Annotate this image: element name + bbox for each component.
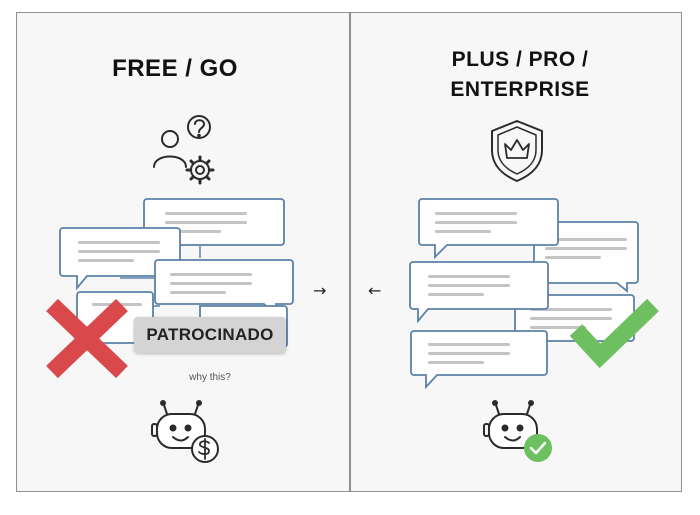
panel-divider <box>349 12 351 492</box>
arrow-right: → <box>313 281 327 300</box>
robot-dollar-icon <box>151 400 219 463</box>
user-question-icon <box>153 115 211 168</box>
chat-bubble-right-2 <box>418 198 559 260</box>
red-x-icon <box>46 298 128 379</box>
crown-shield-icon <box>491 120 543 182</box>
paid-tiers-title-line1: PLUS / PRO / <box>451 48 589 71</box>
chat-bubble-left-2 <box>59 227 181 291</box>
sponsored-label: PATROCINADO <box>134 317 286 353</box>
robot-check-icon <box>483 400 552 462</box>
why-this-link[interactable]: why this? <box>189 372 231 383</box>
paid-tiers-title: PLUS / PRO / ENTERPRISE <box>420 45 620 105</box>
gear-icon <box>185 155 215 185</box>
chat-bubble-right-5 <box>410 330 548 390</box>
arrow-left: ← <box>368 281 382 300</box>
green-check-icon <box>569 298 659 369</box>
free-go-title: FREE / GO <box>112 55 238 82</box>
chat-bubble-right-4 <box>409 261 549 324</box>
paid-tiers-title-line2: ENTERPRISE <box>450 78 590 101</box>
